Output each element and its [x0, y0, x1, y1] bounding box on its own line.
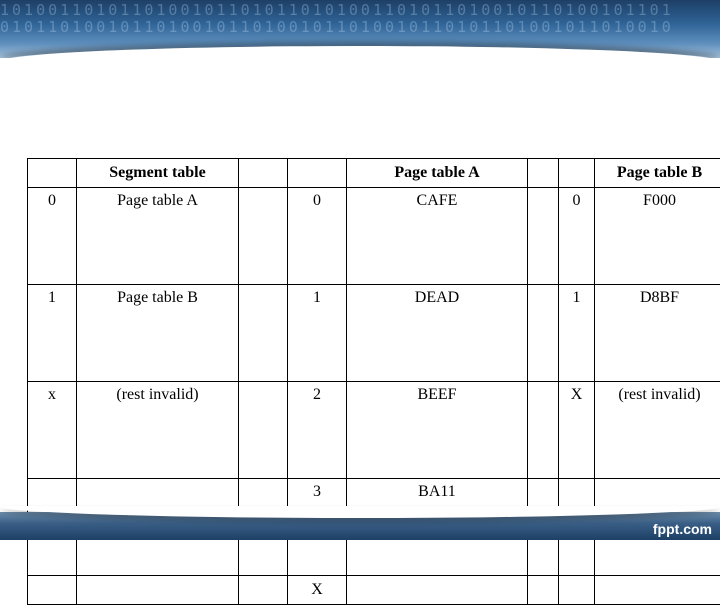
- page-table-a-entry-cell: DEAD: [347, 285, 528, 382]
- page-table-b-index-cell: X: [559, 382, 595, 479]
- spacer-cell: [239, 285, 288, 382]
- segment-entry-cell: Page table A: [77, 188, 239, 285]
- page-table-a-index-cell: X: [288, 576, 347, 605]
- page-table-a-index-cell: 0: [288, 188, 347, 285]
- page-table-b-index-cell: 0: [559, 188, 595, 285]
- segment-entry-cell: (rest invalid): [77, 382, 239, 479]
- banner-curve: [0, 46, 720, 58]
- header-segment-table: Segment table: [77, 159, 239, 188]
- spacer-cell: [528, 188, 559, 285]
- spacer-cell: [239, 188, 288, 285]
- header-row: Segment table Page table A Page table B: [28, 159, 720, 188]
- table-row: X: [28, 576, 720, 605]
- header-cell-blank: [559, 159, 595, 188]
- page-table-a-index-cell: 2: [288, 382, 347, 479]
- brand-label[interactable]: fppt.com: [653, 521, 712, 537]
- page-table-b-entry-cell: (rest invalid): [595, 382, 720, 479]
- spacer-cell: [239, 576, 288, 605]
- segment-entry-cell: Page table B: [77, 285, 239, 382]
- segment-index-cell: 1: [28, 285, 77, 382]
- segment-index-cell: [28, 576, 77, 605]
- segment-index-cell: x: [28, 382, 77, 479]
- segment-entry-cell: [77, 576, 239, 605]
- header-cell-blank: [528, 159, 559, 188]
- page-table-b-index-cell: 1: [559, 285, 595, 382]
- page-table-b-entry-cell: D8BF: [595, 285, 720, 382]
- spacer-cell: [239, 382, 288, 479]
- binary-code-banner: 1010011010110100101101011010100110101101…: [0, 0, 720, 58]
- footer-bar: fppt.com: [0, 512, 720, 540]
- header-cell-blank: [288, 159, 347, 188]
- table-row: x (rest invalid) 2 BEEF X (rest invalid): [28, 382, 720, 479]
- header-cell-blank: [28, 159, 77, 188]
- table-row: 1 Page table B 1 DEAD 1 D8BF: [28, 285, 720, 382]
- page-table-a-entry-cell: [347, 576, 528, 605]
- footer-curve: [0, 506, 720, 518]
- page-table-b-entry-cell: F000: [595, 188, 720, 285]
- header-page-table-b: Page table B: [595, 159, 720, 188]
- page-table-b-entry-cell: [595, 576, 720, 605]
- page-table-b-index-cell: [559, 576, 595, 605]
- spacer-cell: [528, 576, 559, 605]
- spacer-cell: [528, 285, 559, 382]
- segment-index-cell: 0: [28, 188, 77, 285]
- page-table-a-entry-cell: BEEF: [347, 382, 528, 479]
- page-table-a-entry-cell: CAFE: [347, 188, 528, 285]
- binary-pattern-icon: 1010011010110100101101011010100110101101…: [0, 2, 720, 36]
- spacer-cell: [528, 382, 559, 479]
- table-row: 0 Page table A 0 CAFE 0 F000: [28, 188, 720, 285]
- header-page-table-a: Page table A: [347, 159, 528, 188]
- header-cell-blank: [239, 159, 288, 188]
- page-table-a-index-cell: 1: [288, 285, 347, 382]
